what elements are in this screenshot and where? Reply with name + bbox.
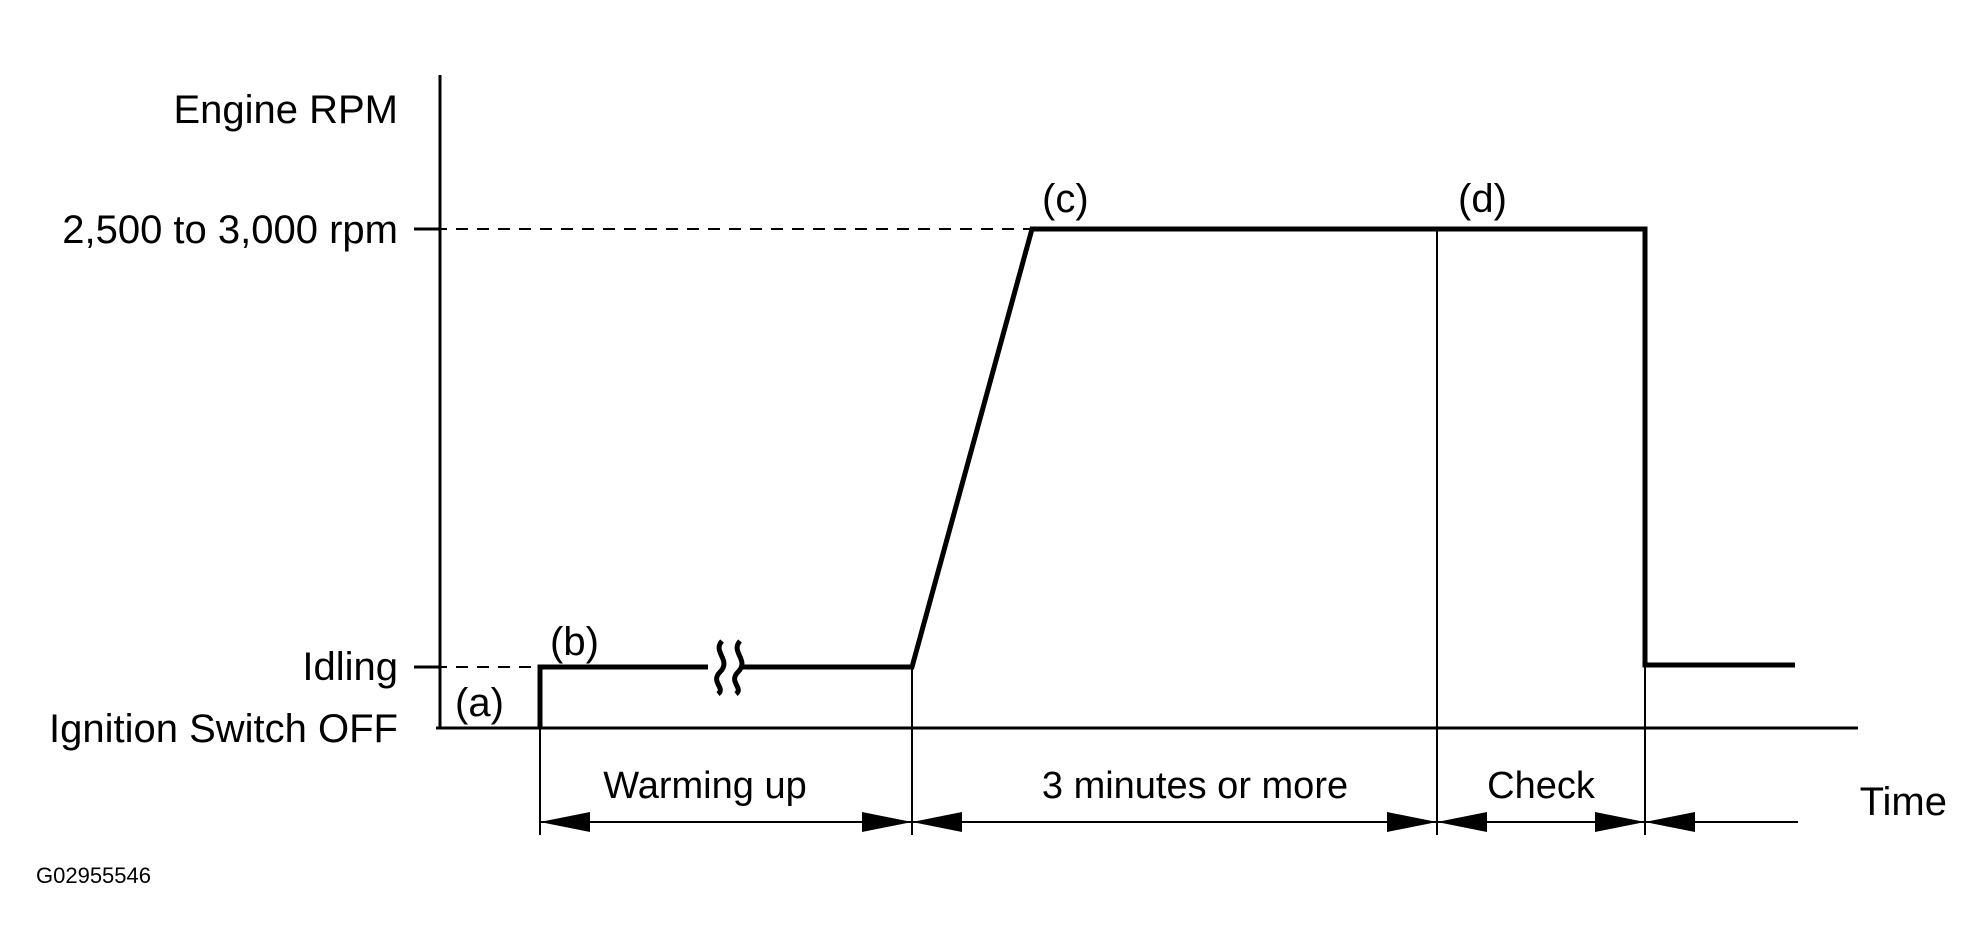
level-high-rpm-label: 2,500 to 3,000 rpm xyxy=(62,208,398,252)
period-hold-label: 3 minutes or more xyxy=(1042,765,1348,807)
check-arrow-left xyxy=(1437,812,1487,832)
level-idle-label: Idling xyxy=(302,645,398,689)
level-off-label: Ignition Switch OFF xyxy=(49,707,398,751)
check-arrow-right xyxy=(1595,812,1645,832)
point-d-label: (d) xyxy=(1458,177,1507,221)
warming-arrow-right xyxy=(862,812,912,832)
hold-arrow-left xyxy=(912,812,962,832)
period-check-label: Check xyxy=(1487,765,1596,807)
hold-arrow-right xyxy=(1387,812,1437,832)
x-axis-title: Time xyxy=(1860,780,1947,824)
warming-arrow-left xyxy=(540,812,590,832)
point-b-label: (b) xyxy=(550,620,599,664)
point-c-label: (c) xyxy=(1042,177,1089,221)
after-check-arrow-left xyxy=(1645,812,1695,832)
y-axis-title: Engine RPM xyxy=(173,88,398,132)
point-a-label: (a) xyxy=(455,681,504,725)
period-warming-label: Warming up xyxy=(603,765,806,807)
time-break-symbol xyxy=(714,639,745,696)
figure-code: G02955546 xyxy=(36,863,151,888)
